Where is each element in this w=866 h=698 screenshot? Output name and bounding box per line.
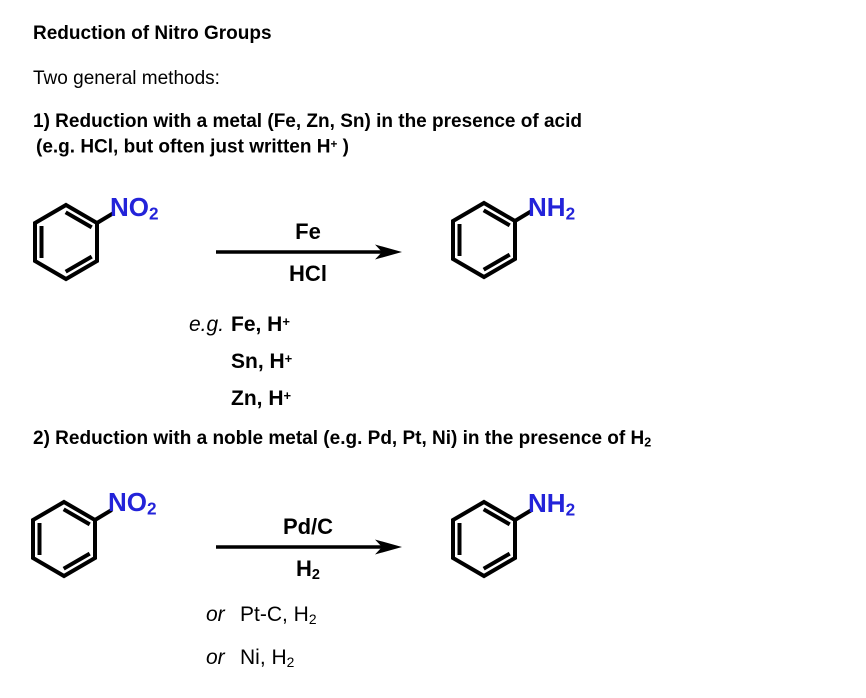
example-text: Fe, H+ xyxy=(231,313,290,336)
aniline-structure-2 xyxy=(451,497,551,581)
benzene-ring xyxy=(451,499,517,579)
example-row: e.g.Fe, H+ xyxy=(189,311,292,336)
amine-label-subscript: 2 xyxy=(565,499,576,520)
amine-group-label-1: NH2 xyxy=(528,192,575,224)
double-bond-ne xyxy=(64,210,93,230)
or-prefix: or xyxy=(206,645,225,669)
double-bond-ne xyxy=(482,208,511,228)
benzene-ring xyxy=(33,202,99,282)
h-plus-superscript: + xyxy=(330,138,338,151)
method1-heading-line2-close: ) xyxy=(337,136,349,158)
double-bond-se xyxy=(482,252,511,272)
example-row: Sn, H+ xyxy=(189,348,292,373)
h2-label-text: H xyxy=(296,556,312,581)
alternative-row: or Ni, H2 xyxy=(206,646,317,674)
reagent-above-arrow-2: Pd/C xyxy=(282,514,334,539)
alternative-reagent: Pt-C, H2 xyxy=(240,603,317,627)
substituent-bond xyxy=(512,508,533,523)
alternative-reagent-text: Pt-C, H xyxy=(240,603,309,626)
reaction-arrow-2 xyxy=(212,537,404,562)
method1-heading-line2-text: (e.g. HCl, but often just written H xyxy=(36,136,331,158)
nitro-group-label-1: NO2 xyxy=(110,192,159,224)
reagent-below-arrow-2: H2 xyxy=(212,556,404,583)
reagent-below-arrow-1: HCl xyxy=(289,261,327,286)
example-reagent: Sn, H xyxy=(231,349,285,373)
benzene-ring-svg xyxy=(451,200,533,280)
method2-heading-text: 2) Reduction with a noble metal (e.g. Pd… xyxy=(33,428,645,449)
method1-heading-line2: (e.g. HCl, but often just written H+ ) xyxy=(36,133,582,158)
h2-label-subscript: 2 xyxy=(311,566,320,583)
alternative-row: or Pt-C, H2 xyxy=(206,603,317,631)
double-bond-se xyxy=(64,254,93,274)
nitro-label-text: NO xyxy=(110,192,149,222)
aniline-structure-1 xyxy=(451,198,551,282)
h2-subscript: 2 xyxy=(286,653,295,670)
reagent-above-arrow-1: Fe xyxy=(295,219,321,244)
example-row: Zn, H+ xyxy=(189,385,292,410)
amine-label-subscript: 2 xyxy=(565,203,576,224)
alternative-reagent: Ni, H2 xyxy=(240,645,295,670)
plus-superscript: + xyxy=(282,314,290,329)
amine-label-text: NH xyxy=(528,488,566,518)
example-text: Sn, H+ xyxy=(231,350,292,373)
or-prefix: or xyxy=(206,603,225,626)
double-bond-ne xyxy=(482,507,511,527)
benzene-ring-svg xyxy=(33,202,115,282)
nitro-label-subscript: 2 xyxy=(147,498,157,519)
nitro-group-label-2: NO2 xyxy=(108,487,157,519)
method1-heading: 1) Reduction with a metal (Fe, Zn, Sn) i… xyxy=(33,110,582,158)
substituent-bond xyxy=(94,211,115,226)
nitro-label-text: NO xyxy=(108,487,147,517)
plus-superscript: + xyxy=(283,387,292,403)
nitrobenzene-structure-1 xyxy=(33,200,133,284)
benzene-ring-svg xyxy=(451,499,533,579)
benzene-ring-svg xyxy=(31,499,113,579)
example-reagent: Fe, H xyxy=(231,312,283,336)
amine-group-label-2: NH2 xyxy=(528,488,575,520)
method1-heading-line1: 1) Reduction with a metal (Fe, Zn, Sn) i… xyxy=(33,111,582,132)
nitrobenzene-structure-2 xyxy=(31,497,131,581)
plus-superscript: + xyxy=(284,350,293,366)
method2-heading: 2) Reduction with a noble metal (e.g. Pd… xyxy=(33,428,651,450)
double-bond-se xyxy=(482,551,511,571)
nitro-label-subscript: 2 xyxy=(149,203,159,224)
method1-example-reagents: e.g.Fe, H+ Sn, H+ Zn, H+ xyxy=(189,311,292,422)
example-prefix: e.g. xyxy=(189,312,225,336)
h2-subscript: 2 xyxy=(308,610,317,627)
benzene-ring xyxy=(31,499,97,579)
double-bond-ne xyxy=(62,507,91,527)
benzene-ring xyxy=(451,200,517,280)
alternative-reagent-text: Ni, H xyxy=(240,645,287,669)
substituent-bond xyxy=(512,209,533,224)
double-bond-se xyxy=(62,551,91,571)
reaction-arrow-1 xyxy=(212,242,404,267)
arrow-svg xyxy=(216,244,402,260)
example-text: Zn, H+ xyxy=(231,387,291,410)
substituent-bond xyxy=(92,508,113,523)
intro-text: Two general methods: xyxy=(33,68,220,89)
example-reagent: Zn, H xyxy=(231,386,284,410)
h2-subscript: 2 xyxy=(644,435,652,450)
arrow-svg xyxy=(216,539,402,555)
amine-label-text: NH xyxy=(528,192,566,222)
page-title: Reduction of Nitro Groups xyxy=(33,23,272,44)
